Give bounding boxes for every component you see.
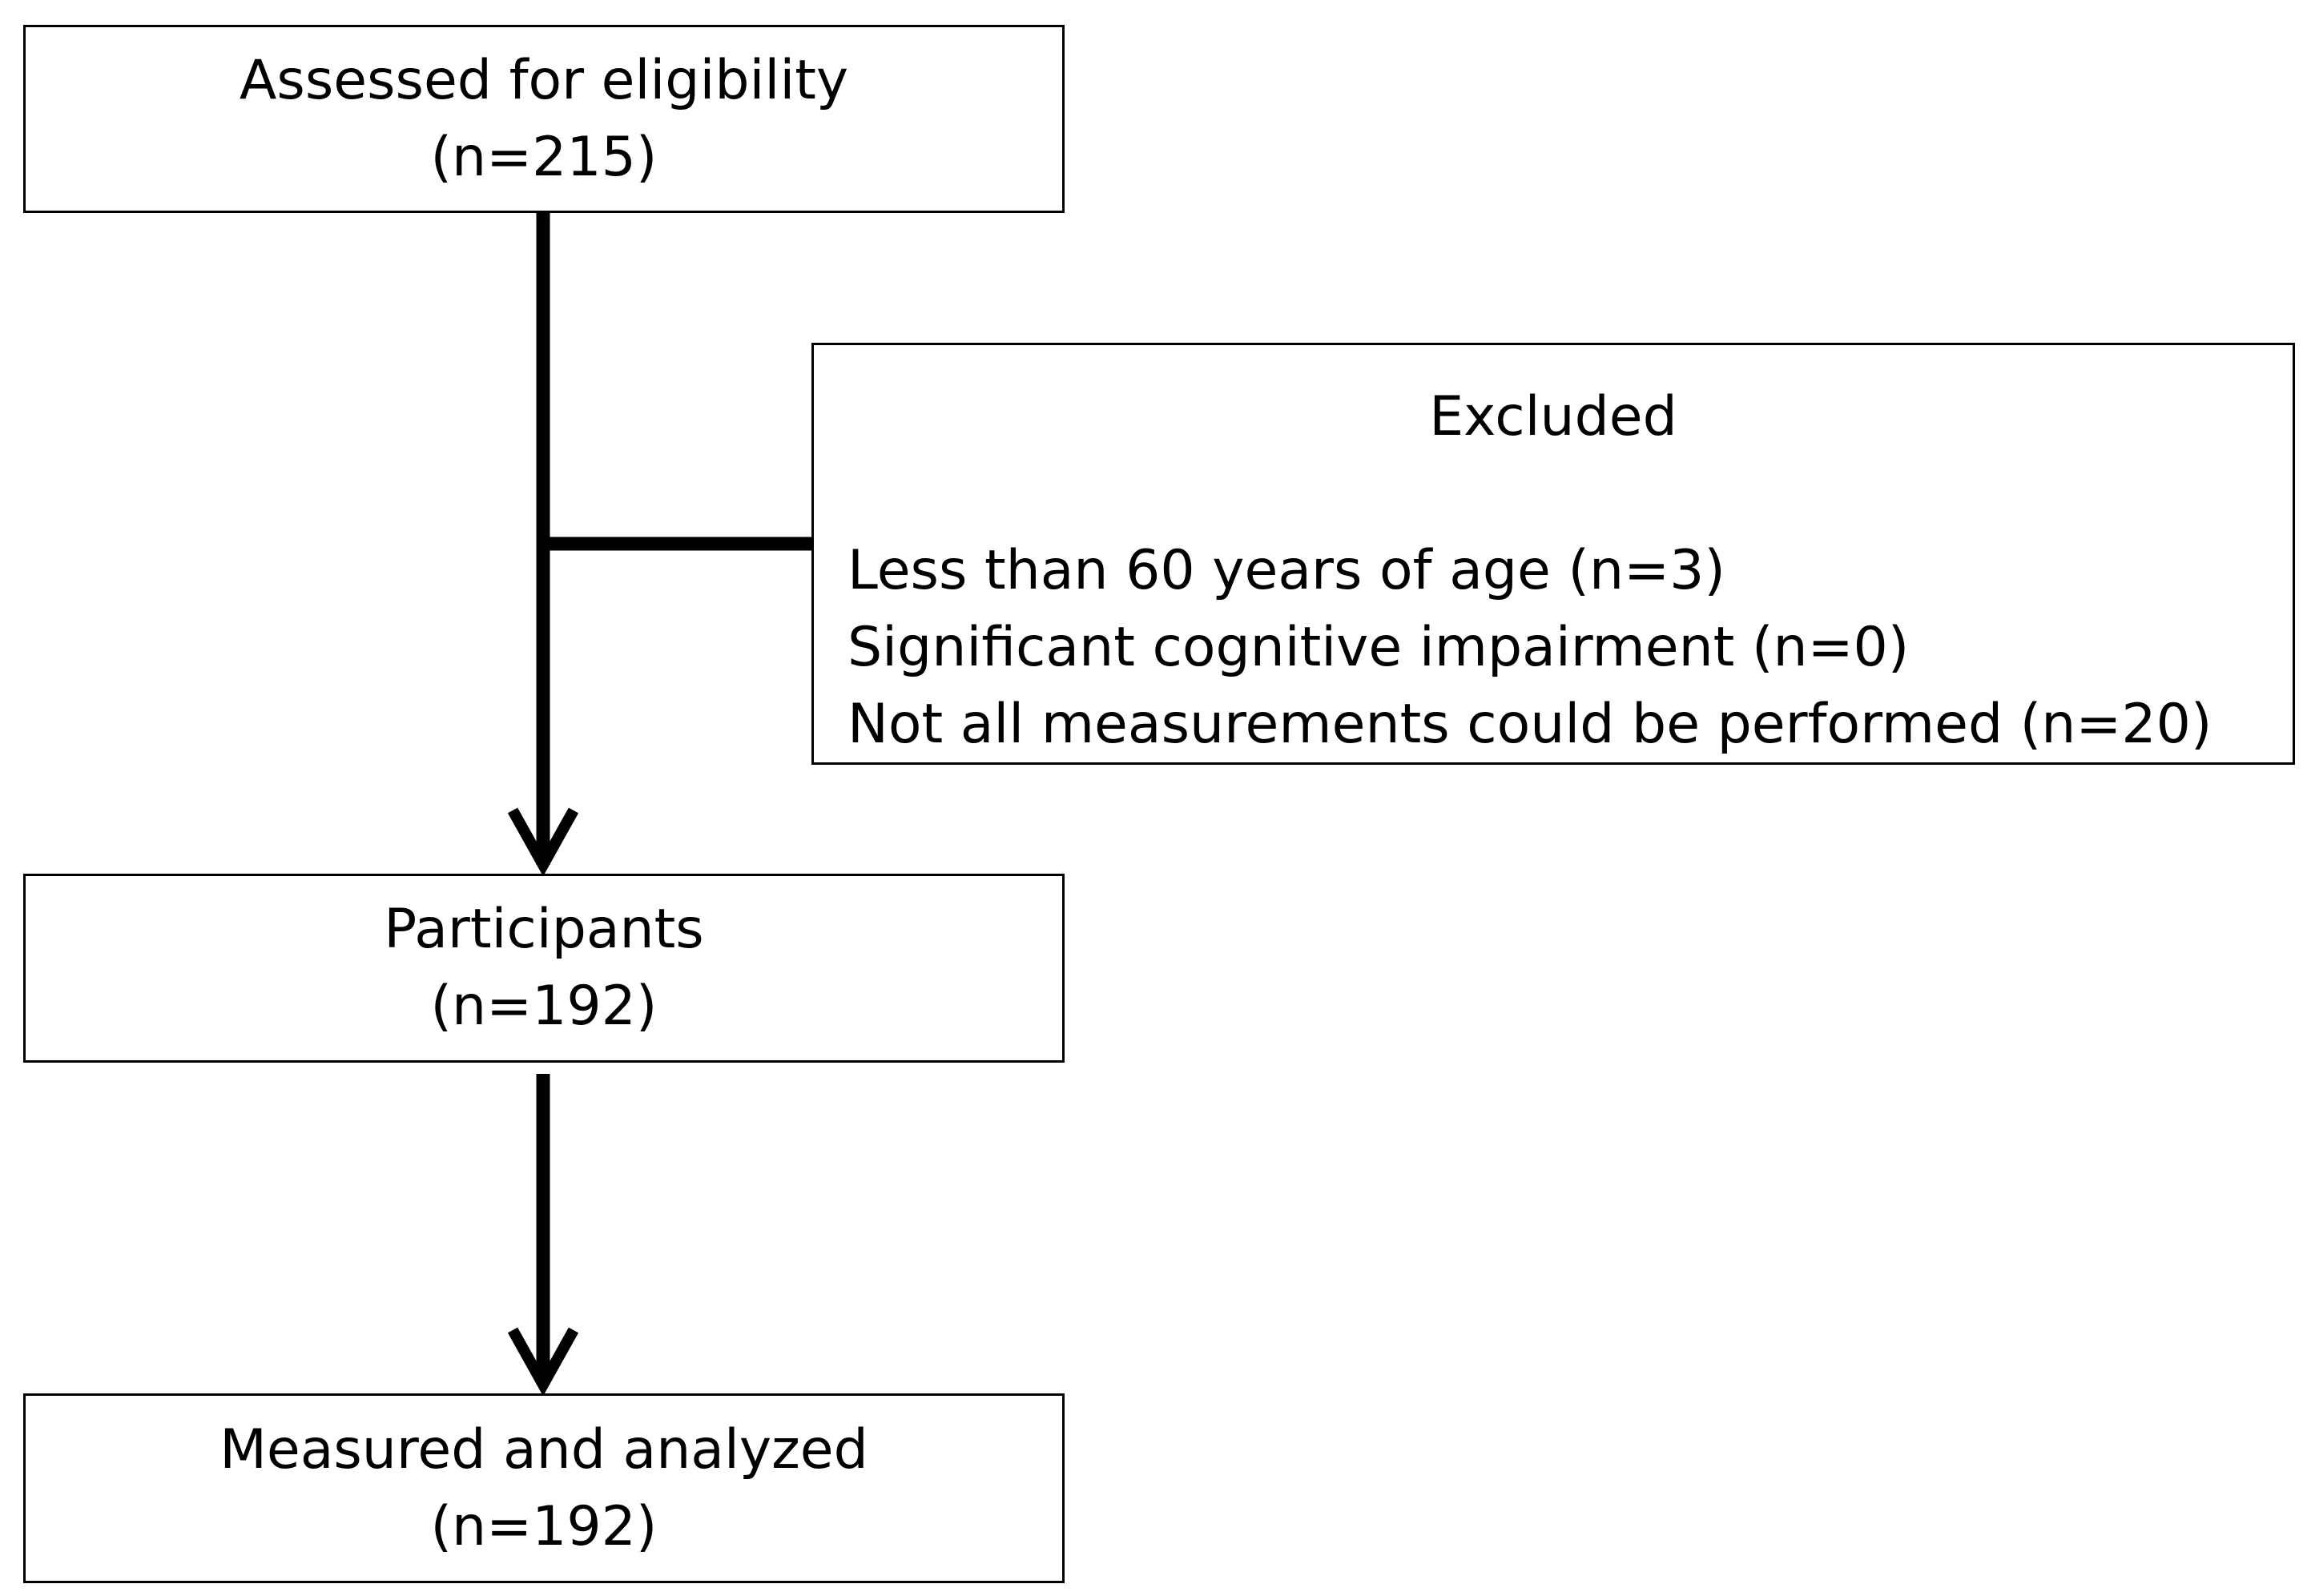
assessed-box: Assessed for eligibility (n=215) (23, 25, 1065, 213)
excluded-box: Excluded Less than 60 years of age (n=3)… (811, 343, 2295, 765)
participants-count: (n=192) (430, 975, 658, 1038)
excluded-reason-item: Significant cognitive impairment (n=0) (848, 616, 1910, 679)
participants-title: Participants (384, 898, 704, 961)
arrowhead-to-participants (507, 807, 579, 877)
measured-box: Measured and analyzed (n=192) (23, 1393, 1065, 1583)
arrowhead-to-measured (507, 1327, 579, 1397)
excluded-reasons-list: Less than 60 years of age (n=3) Signific… (848, 533, 2212, 763)
assessed-title: Assessed for eligibility (239, 48, 849, 112)
excluded-reason-item: Less than 60 years of age (n=3) (848, 539, 1725, 602)
participants-box: Participants (n=192) (23, 874, 1065, 1063)
measured-count: (n=192) (430, 1494, 658, 1558)
excluded-title: Excluded (1429, 385, 1677, 448)
excluded-reason-item: Not all measurements could be performed … (848, 693, 2212, 756)
assessed-count: (n=215) (430, 125, 658, 189)
measured-title: Measured and analyzed (219, 1417, 868, 1481)
